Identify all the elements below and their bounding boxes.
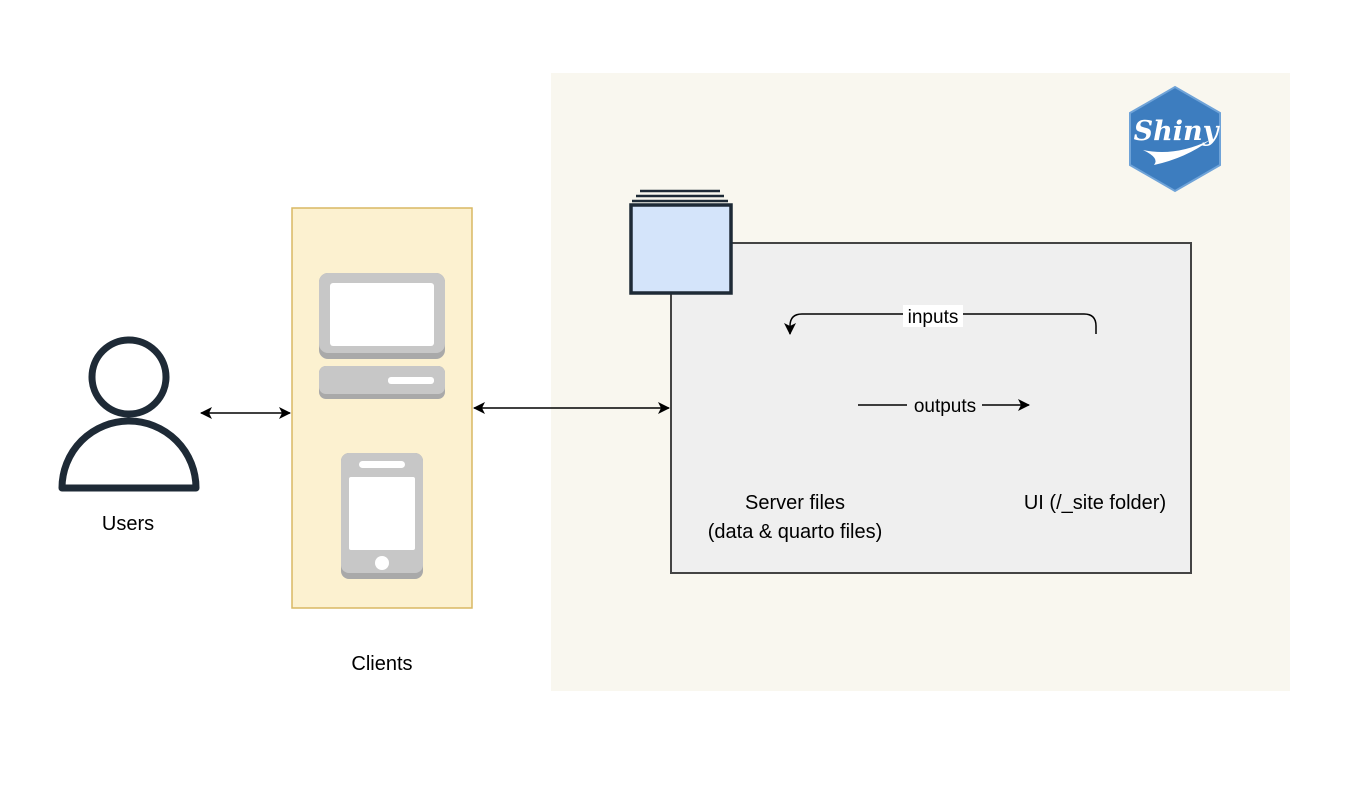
server-files-sublabel: (data & quarto files)	[708, 521, 883, 543]
desktop-computer-icon	[319, 273, 445, 399]
users-label: Users	[102, 513, 154, 535]
server-stack-icon	[629, 189, 733, 295]
ui-label: UI (/_site folder)	[1024, 492, 1166, 514]
outputs-label: outputs	[914, 396, 976, 417]
server-files-label: Server files	[745, 492, 845, 514]
clients-label: Clients	[351, 653, 412, 675]
shiny-logo-text: Shiny	[1134, 116, 1221, 147]
inputs-label: inputs	[908, 307, 959, 328]
shiny-logo-icon: Shiny	[1129, 85, 1221, 193]
user-icon	[58, 336, 200, 492]
mobile-phone-icon	[341, 453, 423, 579]
